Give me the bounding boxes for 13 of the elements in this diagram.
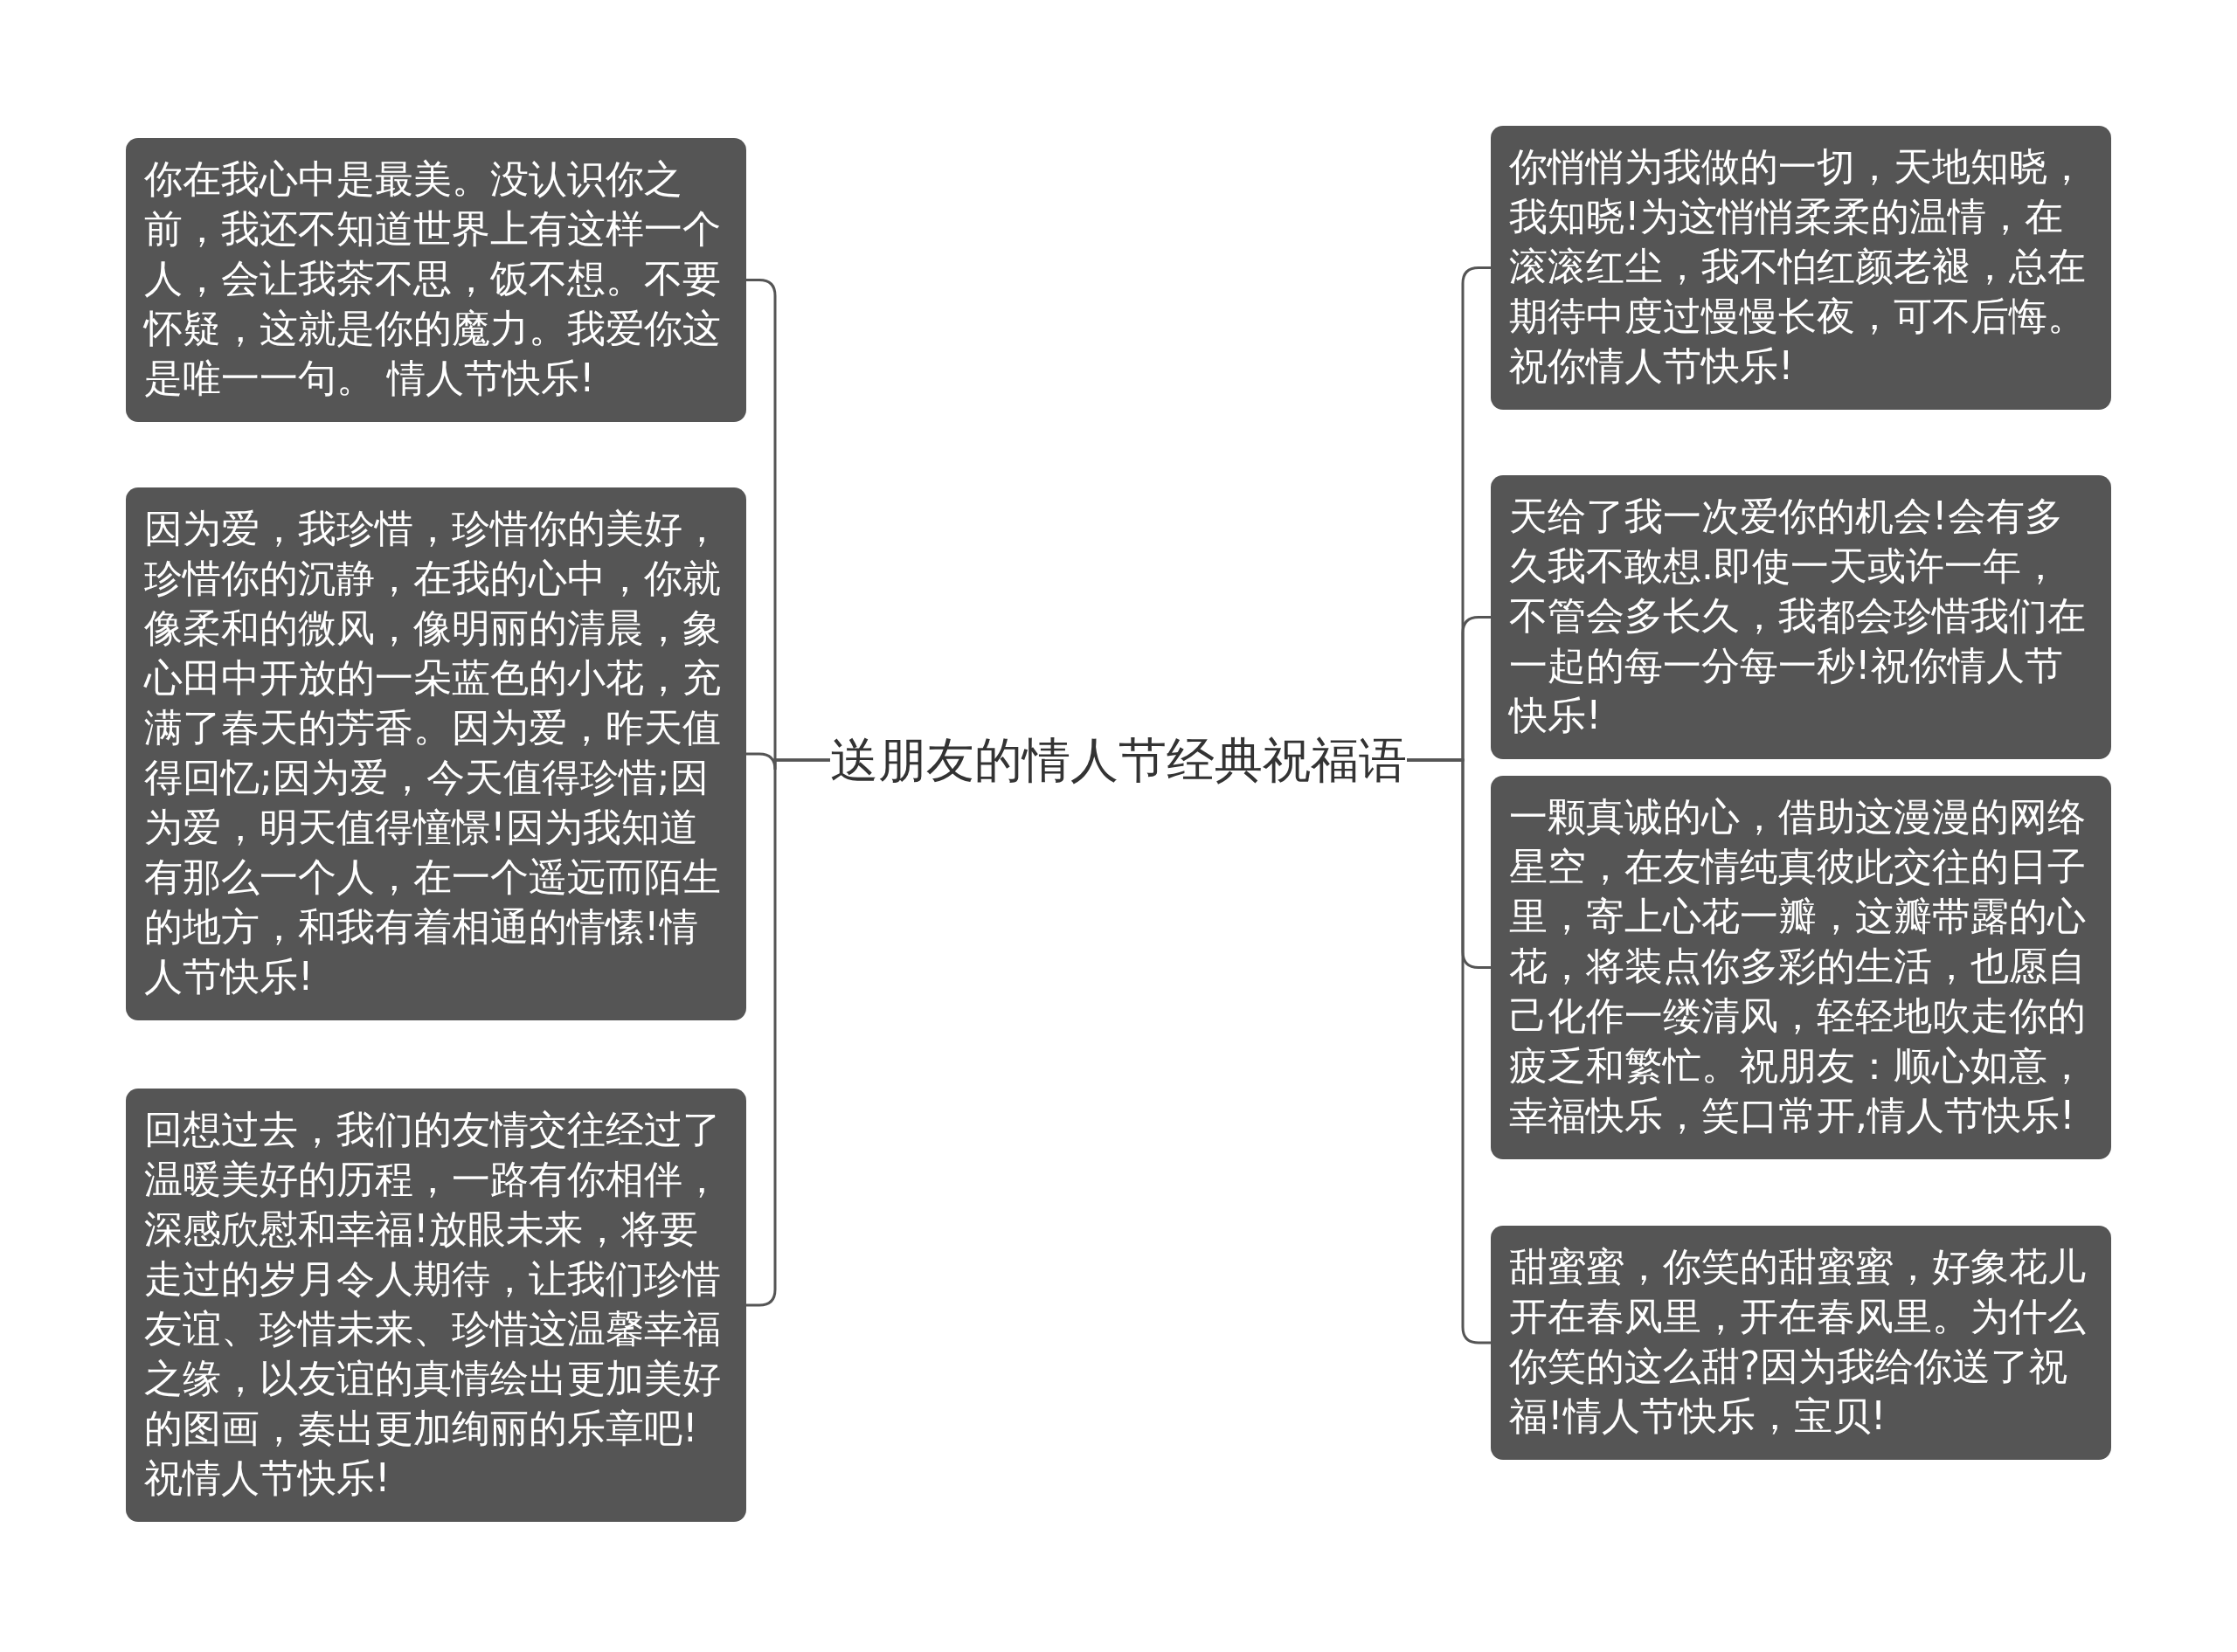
message-text: 你在我心中是最美。没认识你之前，我还不知道世界上有这样一个人，会让我茶不思，饭不想。不要怀疑，这就是你的魔力。我爱你这是唯一一句。 情人节快乐! [144, 156, 722, 402]
message-text: 一颗真诚的心，借助这漫漫的网络星空，在友情纯真彼此交往的日子里，寄上心花一瓣，这瓣带露的心花，将装点你多彩的生活，也愿自己化作一缕清风，轻轻地吹走你的疲乏和繁忙。祝朋友：顺心如意，幸福快乐，笑口常开,情人节快乐! [1509, 793, 2087, 1139]
topic-card [1491, 1226, 2111, 1460]
message-text: 回想过去，我们的友情交往经过了温暖美好的历程，一路有你相伴，深感欣慰和幸福!放眼未来，将要走过的岁月令人期待，让我们珍惜友谊、珍惜未来、珍惜这温馨幸福之缘，以友谊的真情绘出更加美好的图画，奏出更加绚丽的乐章吧!祝情人节快乐! [144, 1106, 722, 1502]
topic-card [126, 138, 746, 422]
message-text: 你悄悄为我做的一切，天地知晓，我知晓!为这悄悄柔柔的温情，在滚滚红尘，我不怕红颜老褪，总在期待中度过慢慢长夜，可不后悔。祝你情人节快乐! [1509, 143, 2087, 390]
message-text: 天给了我一次爱你的机会!会有多久我不敢想.即使一天或许一年，不管会多长久，我都会珍惜我们在一起的每一分每一秒!祝你情人节快乐! [1509, 493, 2087, 739]
message-text: 因为爱，我珍惜，珍惜你的美好，珍惜你的沉静，在我的心中，你就像柔和的微风，像明丽的清晨，象心田中开放的一朵蓝色的小花，充满了春天的芳香。因为爱，昨天值得回忆;因为爱，今天值得珍惜;因为爱，明天值得憧憬!因为我知道有那么一个人，在一个遥远而陌生的地方，和我有着相通的情愫!情人节快乐! [144, 505, 722, 1000]
topic-card [1491, 475, 2111, 759]
topic-card [1491, 126, 2111, 410]
message-text: 甜蜜蜜，你笑的甜蜜蜜，好象花儿开在春风里，开在春风里。为什么你笑的这么甜?因为我给你送了祝福!情人节快乐，宝贝! [1509, 1243, 2087, 1440]
topic-card [1491, 776, 2111, 1159]
topic-title: 送朋友的情人节经典祝福语 [830, 731, 1407, 790]
